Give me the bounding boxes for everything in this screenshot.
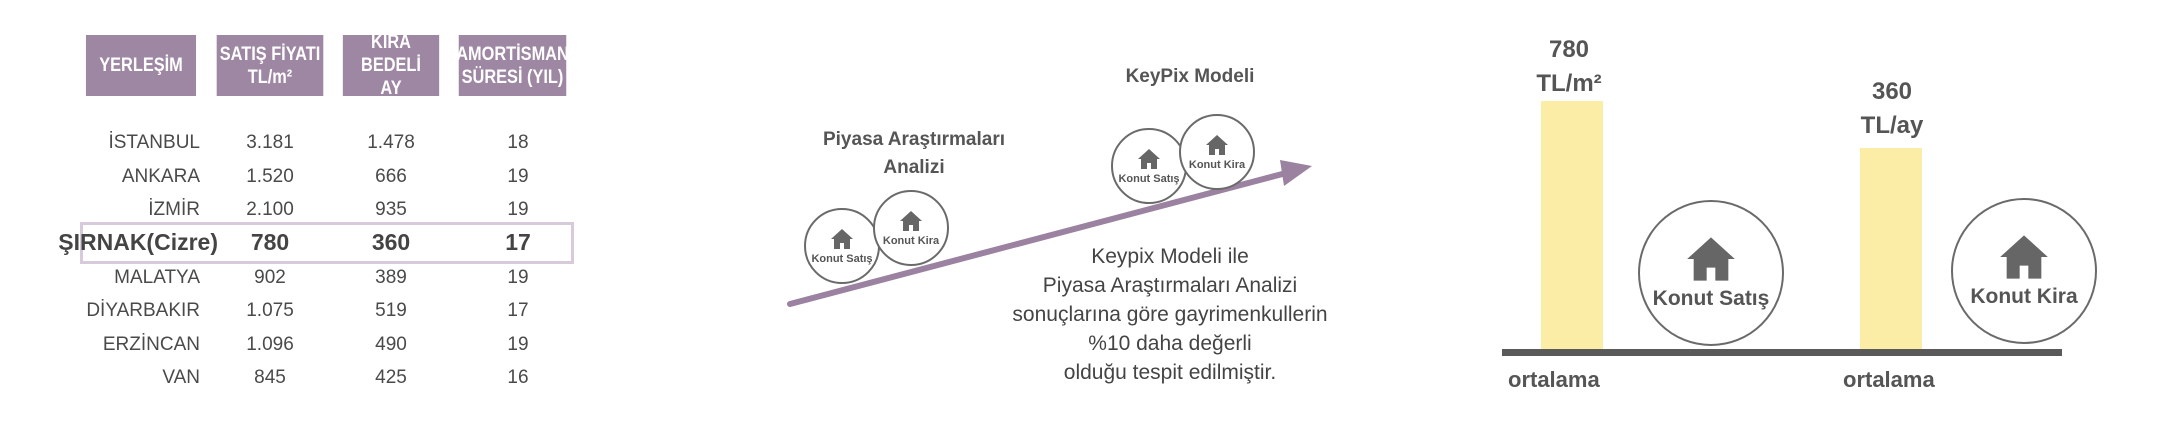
note-line: olduğu tespit edilmiştir. xyxy=(1063,361,1277,384)
header-amortisman: AMORTİSMAN SÜRESİ (YIL) xyxy=(456,35,569,96)
baseline xyxy=(1502,349,2062,356)
city-cell: İZMİR xyxy=(148,199,200,220)
rent-cell: 425 xyxy=(375,367,407,388)
house-icon xyxy=(1206,134,1228,155)
sale-base-label: ortalama xyxy=(1508,367,1600,392)
years-cell: 18 xyxy=(507,132,529,153)
sale-cell: 1.096 xyxy=(246,334,294,355)
rent-cell: 935 xyxy=(375,199,407,220)
sale-cell: 780 xyxy=(250,229,290,255)
note-line: Keypix Modeli ile xyxy=(1091,245,1249,268)
years-cell: 19 xyxy=(507,199,529,220)
years-cell: 19 xyxy=(507,166,529,187)
rent-cell: 666 xyxy=(375,166,407,187)
circle-label: Konut Kira xyxy=(882,234,940,247)
value-text: 360 xyxy=(1871,78,1913,105)
house-icon xyxy=(831,228,853,249)
rent-bar xyxy=(1860,148,1922,351)
header-label: AMORTİSMAN xyxy=(456,43,569,65)
rent-circle-small: Konut Kira xyxy=(873,190,949,266)
house-icon xyxy=(900,210,922,231)
note-line: sonuçlarına göre gayrimenkullerin xyxy=(1012,303,1328,326)
city-cell: ANKARA xyxy=(121,166,200,187)
header-label: KİRA BEDELİ xyxy=(361,32,421,76)
sale-circle-small: Konut Satış xyxy=(1111,128,1187,204)
header-label: YERLEŞİM xyxy=(99,55,183,76)
circle-label: Konut Satış xyxy=(1118,172,1180,185)
rent-cell: 360 xyxy=(371,229,411,255)
city-cell: MALATYA xyxy=(114,267,200,288)
house-icon xyxy=(1687,237,1735,281)
label-line: Piyasa Araştırmaları xyxy=(822,129,1006,150)
highlight-row-box xyxy=(80,222,574,264)
unit-text: TL/ay xyxy=(1860,112,1924,139)
header-kira-bedeli: KİRA BEDELİ AY xyxy=(342,32,440,99)
rent-value-label: 360 TL/ay xyxy=(1847,75,1937,143)
market-research-label: Piyasa Araştırmaları Analizi xyxy=(764,129,1064,179)
header-yerlesim: YERLEŞİM xyxy=(85,35,197,96)
sale-value-label: 780 TL/m² xyxy=(1524,33,1614,101)
unit-text: TL/m² xyxy=(1536,70,1602,97)
keypix-model-label: KeyPix Modeli xyxy=(1125,66,1255,87)
note-line: %10 daha değerli xyxy=(1088,332,1252,355)
sale-cell: 1.520 xyxy=(246,166,294,187)
city-cell: ERZİNCAN xyxy=(102,334,200,355)
header-label: TL/m² xyxy=(247,66,293,88)
city-cell: ŞIRNAK(Cizre) xyxy=(58,229,218,255)
sale-circle-small: Konut Satış xyxy=(804,208,880,284)
note-line: Piyasa Araştırmaları Analizi xyxy=(1042,274,1298,297)
circle-label: Konut Kira xyxy=(1188,158,1246,171)
years-cell: 17 xyxy=(507,300,529,321)
sale-cell: 2.100 xyxy=(246,199,294,220)
circle-label: Konut Satış xyxy=(1652,287,1770,310)
sale-cell: 1.075 xyxy=(246,300,294,321)
sale-circle-large: Konut Satış xyxy=(1638,200,1784,346)
city-cell: İSTANBUL xyxy=(108,132,200,153)
rent-cell: 519 xyxy=(375,300,407,321)
house-icon xyxy=(2000,235,2048,279)
label-line: Analizi xyxy=(883,157,945,178)
sale-cell: 845 xyxy=(254,367,286,388)
years-cell: 19 xyxy=(507,267,529,288)
rent-cell: 389 xyxy=(375,267,407,288)
value-text: 780 xyxy=(1548,36,1590,63)
rent-base-label: ortalama xyxy=(1843,367,1935,392)
header-label: SATIŞ FİYATI xyxy=(219,43,321,65)
sale-cell: 3.181 xyxy=(246,132,294,153)
circle-label: Konut Satış xyxy=(811,252,873,265)
circle-label: Konut Kira xyxy=(1970,285,2078,308)
sale-bar xyxy=(1541,101,1603,351)
model-note: Keypix Modeli ile Piyasa Araştırmaları A… xyxy=(960,242,1380,387)
rent-cell: 490 xyxy=(375,334,407,355)
years-cell: 16 xyxy=(507,367,529,388)
city-cell: DİYARBAKIR xyxy=(86,300,200,321)
rent-cell: 1.478 xyxy=(367,132,415,153)
header-label: AY xyxy=(380,78,402,99)
years-cell: 17 xyxy=(505,229,531,255)
house-icon xyxy=(1138,148,1160,169)
rent-circle-small: Konut Kira xyxy=(1179,114,1255,190)
years-cell: 19 xyxy=(507,334,529,355)
header-label: SÜRESİ (YIL) xyxy=(461,66,564,88)
header-satis-fiyati: SATIŞ FİYATI TL/m² xyxy=(216,35,324,96)
city-cell: VAN xyxy=(162,367,200,388)
rent-circle-large: Konut Kira xyxy=(1951,198,2097,344)
sale-cell: 902 xyxy=(254,267,286,288)
